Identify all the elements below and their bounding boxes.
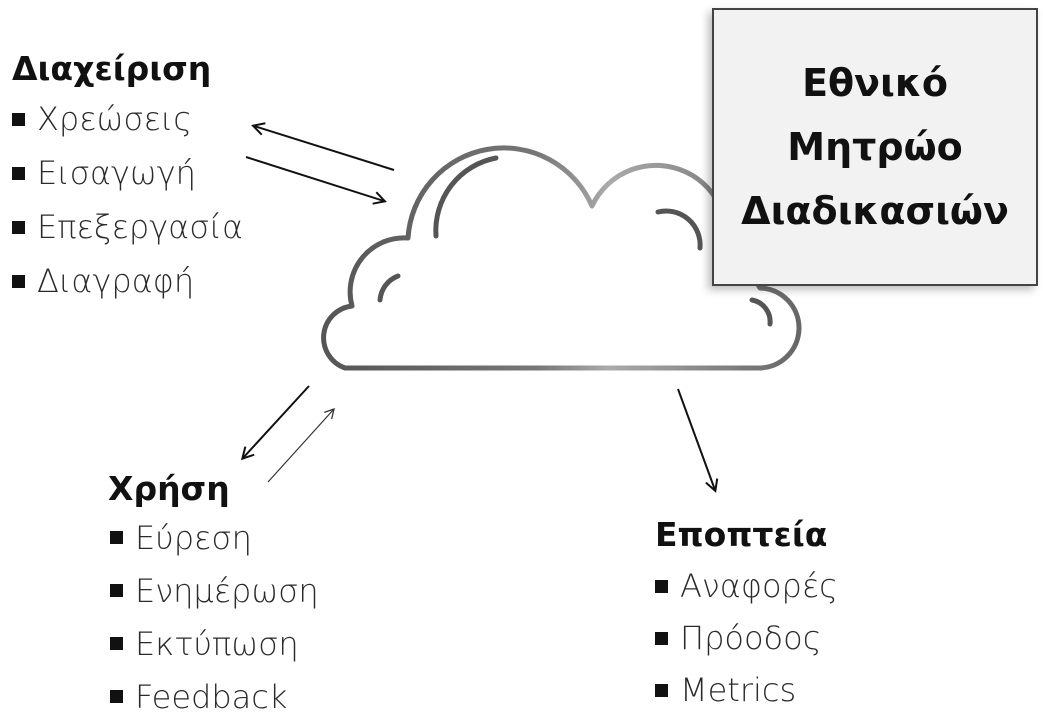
cloud-icon — [321, 145, 802, 371]
bullet-icon — [110, 690, 123, 703]
list-item: Εκτύπωση — [110, 617, 319, 670]
list-item-label: Metrics — [680, 671, 797, 709]
list-item: Διαγραφή — [12, 254, 243, 308]
bullet-icon — [655, 683, 668, 697]
list-item-label: Ενημέρωση — [135, 571, 319, 610]
bullet-icon — [110, 637, 123, 650]
monitoring-list: Αναφορές Πρόοδος Metrics — [655, 560, 838, 716]
monitoring-title: Εποπτεία — [655, 515, 828, 554]
registry-box: Εθνικό Μητρώο Διαδικασιών — [712, 8, 1038, 286]
arrow-to-monitoring — [677, 388, 715, 490]
management-title: Διαχείριση — [12, 49, 212, 88]
arrow-to-management — [254, 126, 395, 171]
list-item-label: Αναφορές — [680, 567, 838, 605]
list-item: Επεξεργασία — [12, 200, 243, 254]
bullet-icon — [12, 220, 25, 234]
list-item-label: Εύρεση — [135, 518, 252, 557]
bullet-icon — [110, 531, 123, 544]
management-list: Χρεώσεις Εισαγωγή Επεξεργασία Διαγραφή — [12, 92, 243, 308]
list-item-label: Διαγραφή — [37, 262, 195, 300]
list-item: Metrics — [655, 664, 838, 716]
usage-title: Χρήση — [108, 469, 230, 508]
list-item-label: Feedback — [135, 677, 288, 716]
arrow-from-usage — [267, 408, 335, 483]
list-item: Πρόοδος — [655, 612, 838, 664]
bullet-icon — [12, 112, 25, 126]
list-item: Αναφορές — [655, 560, 838, 612]
list-item-label: Εκτύπωση — [135, 624, 299, 663]
list-item-label: Επεξεργασία — [37, 208, 244, 246]
registry-title-line-1: Εθνικό — [802, 61, 948, 105]
list-item: Ενημέρωση — [110, 564, 319, 617]
registry-title-line-3: Διαδικασιών — [741, 189, 1009, 233]
list-item-label: Χρεώσεις — [37, 100, 193, 138]
bullet-icon — [655, 631, 668, 645]
list-item: Εισαγωγή — [12, 146, 243, 200]
bullet-icon — [12, 166, 25, 180]
bullet-icon — [110, 584, 123, 597]
registry-title-line-2: Μητρώο — [787, 125, 963, 169]
arrow-from-management — [245, 156, 384, 201]
bullet-icon — [655, 579, 668, 593]
diagram-canvas — [0, 0, 802, 706]
list-item: Χρεώσεις — [12, 92, 243, 146]
list-item-label: Πρόοδος — [680, 619, 822, 657]
list-item: Εύρεση — [110, 511, 319, 564]
list-item: Feedback — [110, 670, 319, 723]
list-item-label: Εισαγωγή — [37, 154, 196, 192]
bullet-icon — [12, 274, 25, 288]
arrow-to-usage — [243, 385, 310, 458]
usage-list: Εύρεση Ενημέρωση Εκτύπωση Feedback — [110, 511, 319, 723]
